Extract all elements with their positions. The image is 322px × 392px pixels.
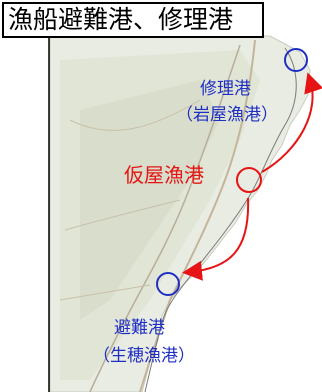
coast-road (144, 47, 297, 392)
road (69, 99, 201, 131)
arrow-to-repair-port (261, 72, 322, 173)
shelter-port-name-label: （生穂漁港） (93, 346, 195, 366)
repair-port-marker (284, 48, 308, 72)
map-title: 漁船避難港、修理港 (2, 2, 264, 38)
shelter-port-marker (156, 272, 180, 296)
road (59, 284, 151, 301)
road (139, 39, 256, 392)
road (64, 199, 181, 231)
repair-port-label: 修理港 (200, 79, 251, 99)
repair-port-name-label: （岩屋漁港） (176, 105, 278, 125)
current-port-marker (236, 167, 262, 193)
road (89, 44, 241, 392)
terrain-shading (80, 80, 220, 320)
shelter-port-label: 避難港 (114, 318, 165, 338)
arrow-to-shelter-port (182, 197, 250, 281)
current-port-label: 仮屋漁港 (124, 163, 204, 187)
